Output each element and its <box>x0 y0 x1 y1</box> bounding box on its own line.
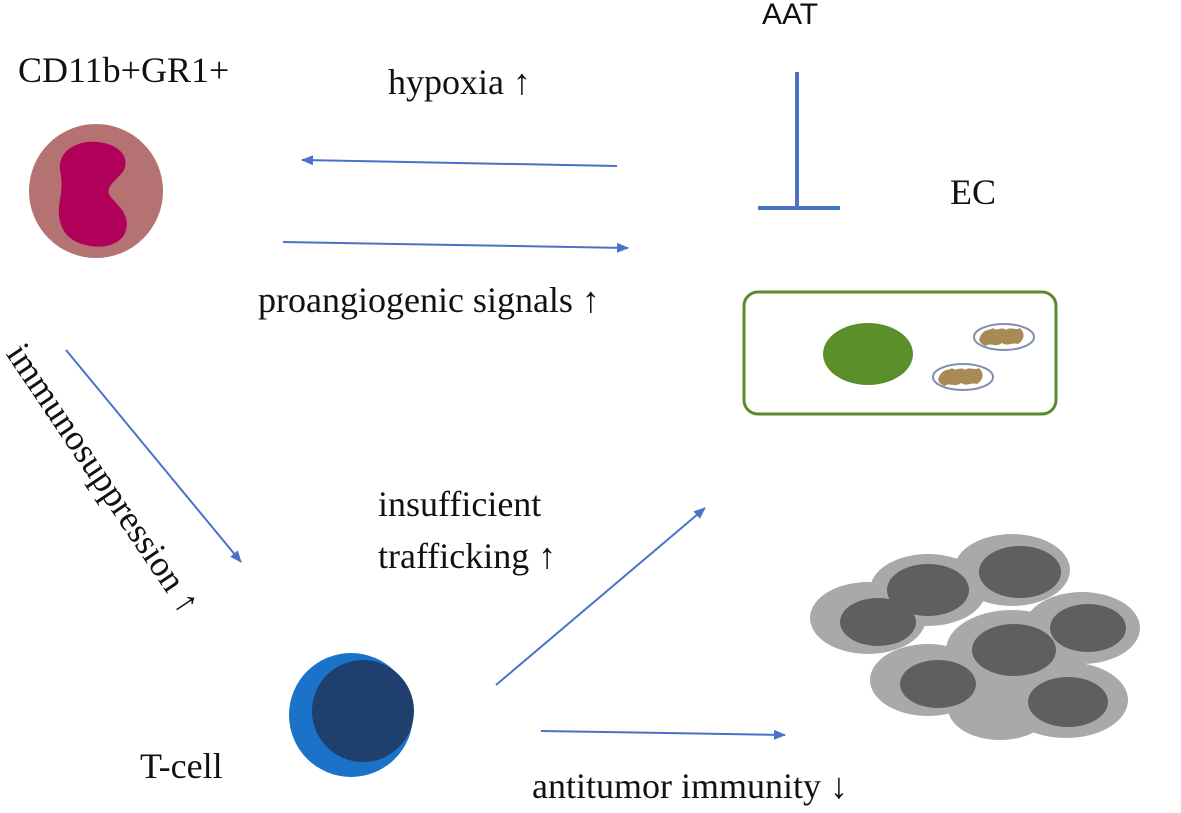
t-cell <box>289 653 414 777</box>
myeloid-cell <box>29 124 163 258</box>
myeloid-cell-label: CD11b+GR1+ <box>18 50 230 90</box>
tumor-cluster <box>810 534 1140 740</box>
arrow-trafficking <box>495 507 706 686</box>
aat-inhibitor <box>758 72 840 210</box>
mitochondrion <box>973 323 1035 351</box>
endothelial-cell <box>742 290 1058 416</box>
ec-label: EC <box>950 172 997 212</box>
trafficking-label-line2: trafficking ↑ <box>378 536 557 576</box>
t-cell-label: T-cell <box>140 746 223 786</box>
hypoxia-label: hypoxia ↑ <box>388 62 531 102</box>
mitochondrion <box>932 363 994 391</box>
trafficking-label-line1: insufficient <box>378 484 542 524</box>
aat-label: AAT <box>762 0 819 31</box>
arrow-proangiogenic <box>282 241 629 253</box>
proangiogenic-label: proangiogenic signals ↑ <box>258 280 600 320</box>
arrow-antitumor <box>540 729 786 740</box>
arrow-hypoxia <box>301 155 618 167</box>
arrow-immunosuppression <box>65 349 242 563</box>
antitumor-label: antitumor immunity ↓ <box>532 766 848 806</box>
